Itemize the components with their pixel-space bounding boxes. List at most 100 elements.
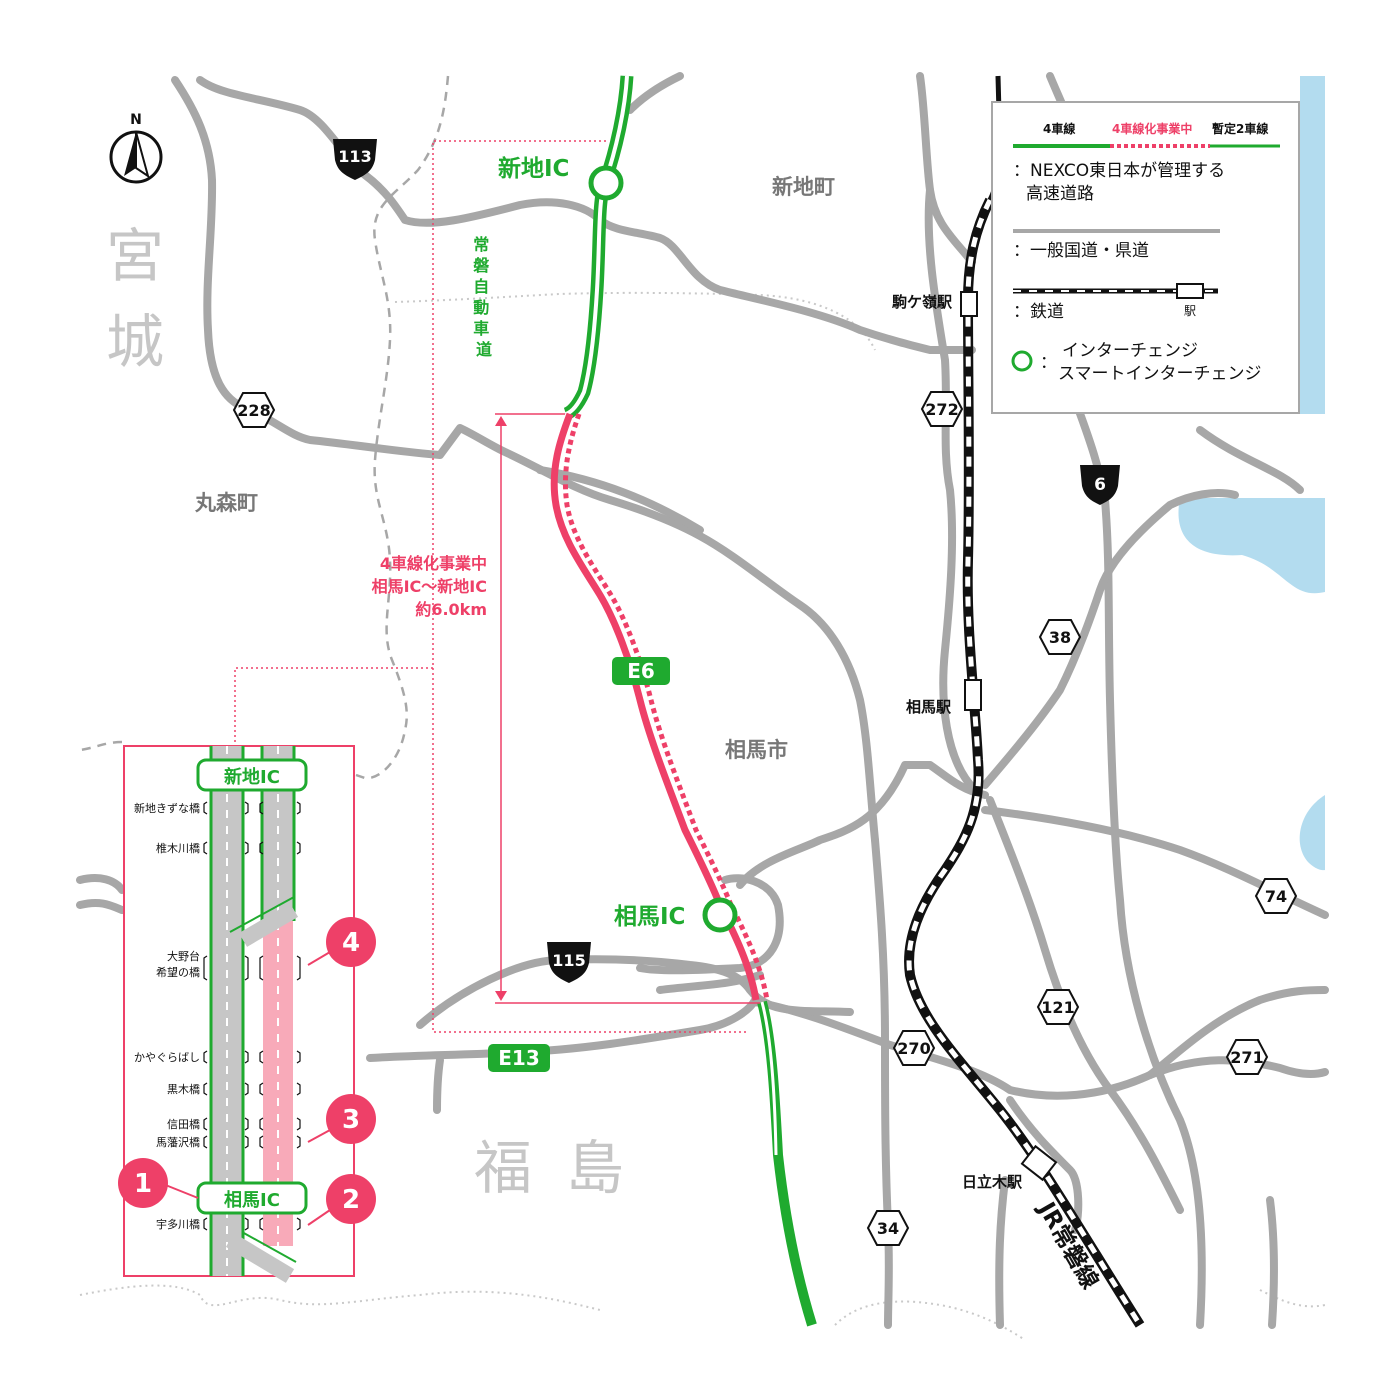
bridge-mark xyxy=(296,955,301,981)
bridge-b4: かやぐらばし xyxy=(134,1051,200,1064)
prefectural-route-labels: 228 272 38 74 121 270 271 34 xyxy=(237,400,1287,1238)
north-arrow-needle-right xyxy=(135,131,150,179)
bridge-mark xyxy=(259,1082,264,1096)
shinchi-ic-marker[interactable] xyxy=(588,165,624,201)
route-6-shield: 6 xyxy=(1080,465,1120,505)
marker-3-label: 3 xyxy=(342,1105,360,1135)
road-38 xyxy=(981,489,1239,789)
road-e-side xyxy=(1146,986,1329,1079)
callout-link xyxy=(234,667,433,745)
station-soma-marker xyxy=(964,679,982,711)
miyagi-char-2: 城 xyxy=(106,308,164,376)
bridge-mark xyxy=(244,841,249,855)
bridge-mark xyxy=(259,1217,264,1231)
inset-bridge-marks xyxy=(203,801,301,1231)
legend-ic-line2: スマートインターチェンジ xyxy=(1058,364,1262,384)
dotted-road-1 xyxy=(394,291,876,351)
bridge-mark xyxy=(296,801,301,815)
bridge-mark xyxy=(203,955,208,981)
route-74-label: 74 xyxy=(1265,887,1287,906)
legend-railway: ：鉄道 xyxy=(1013,302,1064,322)
project-bracket-arrow-top xyxy=(495,416,507,426)
legend-provisional: 暫定2車線 xyxy=(1212,121,1268,136)
dotted-road-4 xyxy=(1259,1289,1326,1308)
station-komagamine-label: 駒ケ嶺駅 xyxy=(892,293,953,311)
e13-badge-label: E13 xyxy=(498,1046,540,1070)
bridge-mark xyxy=(203,1117,208,1131)
marker-2 xyxy=(326,1174,376,1224)
bridge-mark xyxy=(244,1050,249,1064)
bridge-mark xyxy=(296,1050,301,1064)
expressway-name-char-2: 磐 xyxy=(472,256,490,275)
project-note-line3: 約6.0km xyxy=(415,600,487,619)
water-lagoon xyxy=(1178,498,1325,594)
project-bracket-arrow-bottom xyxy=(495,991,507,1001)
bridge-mark xyxy=(259,801,264,815)
fukushima-char-1: 福 xyxy=(474,1134,532,1202)
soma-ic-label: 相馬IC xyxy=(614,904,685,930)
route-272-hex xyxy=(920,391,964,427)
road-121 xyxy=(986,796,1184,1214)
inset-top-ic-box xyxy=(196,758,308,792)
expressway-name-char-5: 車 xyxy=(473,319,489,338)
marker-2-leader xyxy=(307,1209,331,1226)
e6-badge: E6 xyxy=(612,657,670,685)
route-34-label: 34 xyxy=(877,1219,899,1238)
legend-nexco-line2: 高速道路 xyxy=(1026,184,1094,204)
marker-3-leader xyxy=(307,1129,331,1143)
soma-ic-marker[interactable] xyxy=(702,897,738,933)
route-271-hex xyxy=(1225,1039,1269,1075)
e13-badge: E13 xyxy=(488,1044,550,1072)
road-e13-main xyxy=(366,996,759,1062)
route-38-label: 38 xyxy=(1049,628,1071,647)
e6-badge-box xyxy=(612,657,670,685)
north-arrow-needle xyxy=(124,132,136,176)
bridge-mark xyxy=(259,1117,264,1131)
bridge-b3b: 希望の橋 xyxy=(156,965,200,979)
road-city-west xyxy=(736,761,989,889)
marker-1 xyxy=(118,1158,168,1208)
project-bracket xyxy=(495,413,760,1004)
legend-four-lane: 4車線 xyxy=(1043,121,1075,136)
road-north-right xyxy=(1196,426,1304,494)
road-west-curve xyxy=(76,874,126,914)
route-113-shield-shape xyxy=(333,139,377,180)
legend-general-roads: ：一般国道・県道 xyxy=(1013,241,1149,261)
route-121-label: 121 xyxy=(1041,998,1074,1017)
road-south-1 xyxy=(1006,1096,1083,1234)
inset-bottom-ic-label: 相馬IC xyxy=(224,1190,280,1211)
road-272 xyxy=(924,186,979,794)
callout-outline xyxy=(234,140,748,1033)
water-coast-top xyxy=(1230,76,1325,414)
bridge-mark xyxy=(244,955,249,981)
north-arrow-label: N xyxy=(130,112,142,128)
shinchi-ic-label: 新地IC xyxy=(498,155,569,182)
marker-3 xyxy=(326,1094,376,1144)
route-228-label: 228 xyxy=(237,401,270,420)
bridge-mark xyxy=(296,1082,301,1096)
road-115 xyxy=(416,955,854,1029)
bridge-mark xyxy=(203,1217,208,1231)
bridge-b2: 椎木川橋 xyxy=(156,841,200,855)
bridge-mark xyxy=(203,1135,208,1149)
route-38-hex xyxy=(1038,619,1082,655)
inset: 新地IC 相馬IC 新地きずな橋 椎木川橋 大野台 希望の橋 かやぐらばし 黒木… xyxy=(118,745,376,1283)
expressway-north-inner xyxy=(565,75,629,416)
road-south-2 xyxy=(995,1176,1009,1329)
bridge-mark xyxy=(203,801,208,815)
road-e13-west xyxy=(433,1056,444,1114)
town-soma-city: 相馬市 xyxy=(725,738,788,762)
route-272-label: 272 xyxy=(925,400,958,419)
route-270-label: 270 xyxy=(897,1039,930,1058)
road-113-east xyxy=(196,76,976,354)
road-north xyxy=(626,72,684,114)
legend-in-progress: 4車線化事業中 xyxy=(1112,121,1192,136)
route-113-shield: 113 xyxy=(333,139,377,180)
bridge-mark xyxy=(296,1117,301,1131)
bridge-b1: 新地きずな橋 xyxy=(134,801,200,815)
route-74-hex xyxy=(1254,878,1298,914)
bridge-mark xyxy=(296,841,301,855)
marker-2-label: 2 xyxy=(342,1185,360,1215)
road-west-ring xyxy=(536,466,704,534)
route-121-hex xyxy=(1036,989,1080,1025)
